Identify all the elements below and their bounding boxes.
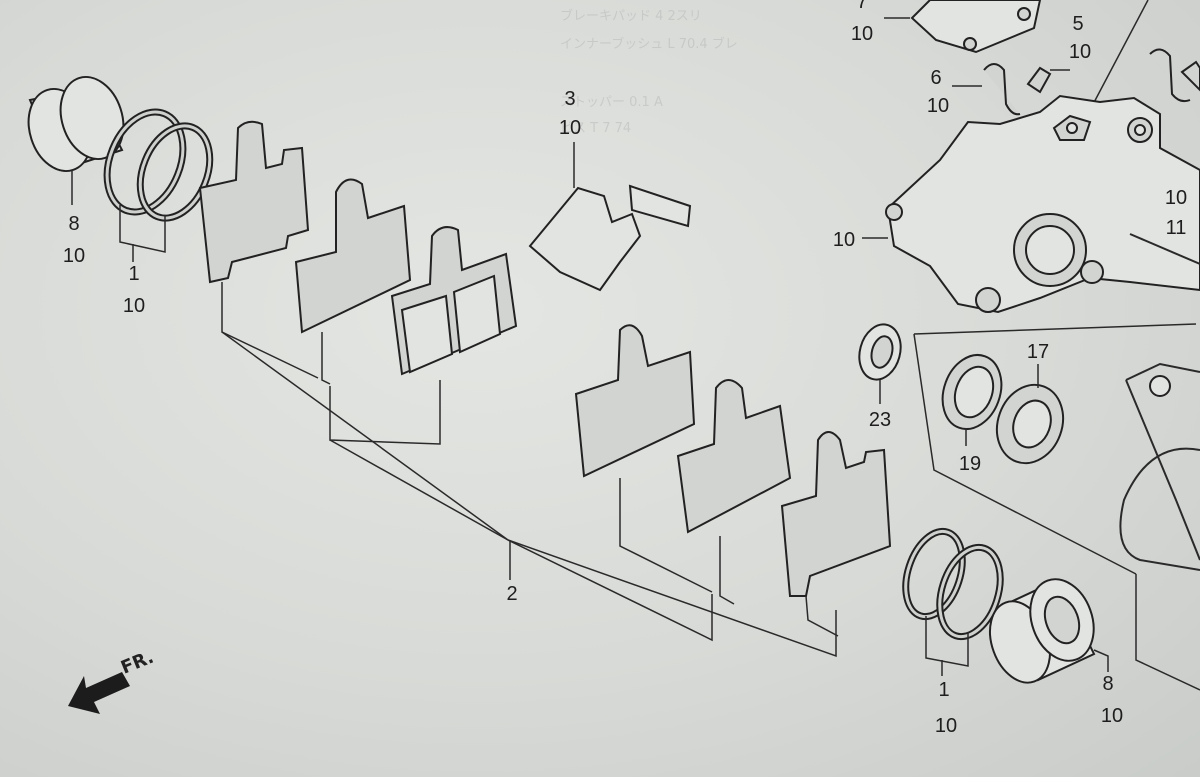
pad-shim-left-2 [294, 178, 412, 334]
bleeder-valve [1026, 66, 1070, 94]
callout-1-right-ref: 1 [938, 679, 949, 701]
callout-11-qty: 10 [1165, 187, 1187, 209]
callout-1-left-qty: 10 [123, 295, 145, 317]
seal-set-right [902, 527, 1004, 676]
callout-body-qty: 10 [833, 229, 855, 251]
callout-5-qty: 10 [1069, 41, 1091, 63]
callout-19-ref: 19 [959, 453, 981, 475]
callout-8-right-ref: 8 [1102, 673, 1113, 695]
callout-5-ref: 5 [1072, 13, 1083, 35]
pad-shim-left-1 [198, 120, 310, 284]
callout-6-ref: 6 [930, 67, 941, 89]
callout-3-qty: 10 [559, 117, 581, 139]
dust-seal-23 [858, 323, 902, 404]
ghost-text-4: ビス T 7 74 [560, 121, 631, 136]
seal-set-left [103, 108, 214, 262]
pad-retainer-top [884, 0, 1042, 54]
callout-2-ref: 2 [506, 583, 517, 605]
callout-8-right-qty: 10 [1101, 705, 1123, 727]
callout-1-left-ref: 1 [128, 263, 139, 285]
bracket-2-left [221, 282, 509, 541]
leader-5 [1089, 0, 1149, 111]
ghost-text-1: ブレーキパッド 4 2スリ [560, 8, 702, 24]
front-label: FR. [118, 647, 157, 679]
callout-17-ref: 17 [1027, 341, 1049, 363]
front-direction-indicator: FR. [68, 647, 157, 714]
piston-left [27, 75, 125, 205]
subassembly-outline [913, 323, 1200, 691]
pad-shim-right-2 [676, 379, 792, 534]
ghost-text-2: インナーブッシュ L 70.4 ブレ [560, 36, 738, 52]
callout-7-ref: 7 [856, 0, 867, 13]
piston-right [989, 578, 1109, 684]
callout-8-left-ref: 8 [68, 213, 79, 235]
oil-seal-19 [941, 354, 1003, 446]
callout-23-ref: 23 [869, 409, 891, 431]
background-print: ブレーキパッド 4 2スリ インナーブッシュ L 70.4 ブレ ストッパー 0… [560, 8, 738, 136]
pad-spring [528, 142, 692, 292]
pad-shim-right-1 [574, 324, 696, 478]
callout-1-right-qty: 10 [935, 715, 957, 737]
bleeder-cap-right [1149, 48, 1200, 103]
callout-7-qty: 10 [851, 23, 873, 45]
bearing-17 [995, 364, 1065, 465]
pad-shim-right-3 [780, 431, 892, 597]
hub-partial [1119, 362, 1200, 571]
callout-6-qty: 10 [927, 95, 949, 117]
ghost-text-3: ストッパー 0.1 A [560, 95, 663, 110]
callout-3-ref: 3 [564, 88, 575, 110]
callout-11-ref: 11 [1166, 217, 1187, 239]
bracket-2-right [507, 478, 839, 658]
brake-pad-left [390, 226, 518, 376]
caliper-body [862, 94, 1200, 314]
front-arrow-icon [68, 672, 130, 714]
bleeder-cap [952, 63, 1021, 116]
callout-8-left-qty: 10 [63, 245, 85, 267]
